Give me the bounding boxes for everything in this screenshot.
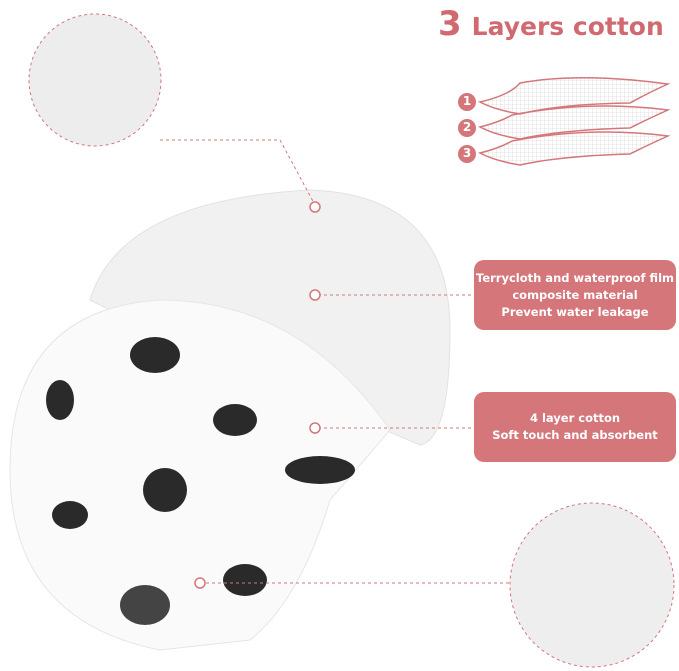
callout-line: 4 layer cotton: [529, 411, 621, 425]
layers-diagram: [477, 76, 671, 166]
callout-line: Soft touch and absorbent: [492, 428, 658, 442]
callout-terrycloth: Terrycloth and waterproof film composite…: [474, 260, 676, 330]
terrycloth-layer: [89, 189, 451, 446]
page-title: 3 Layers cotton: [438, 4, 664, 44]
terry-closeup: [28, 13, 162, 147]
layer-number-3: 3: [462, 146, 472, 160]
corgi-prints: [46, 337, 355, 625]
callout-line: Terrycloth and waterproof film: [476, 270, 674, 285]
title-text: Layers cotton: [471, 12, 664, 41]
callout-line: composite material: [512, 287, 638, 302]
layer-number-1: 1: [462, 94, 472, 108]
callout-line: Prevent water leakage: [501, 304, 649, 319]
callout-cotton: 4 layer cotton Soft touch and absorbent: [474, 392, 676, 462]
muslin-closeup: [509, 502, 675, 668]
title-number: 3: [438, 4, 462, 44]
layer-number-2: 2: [462, 120, 472, 134]
muslin-layer: [9, 299, 391, 651]
